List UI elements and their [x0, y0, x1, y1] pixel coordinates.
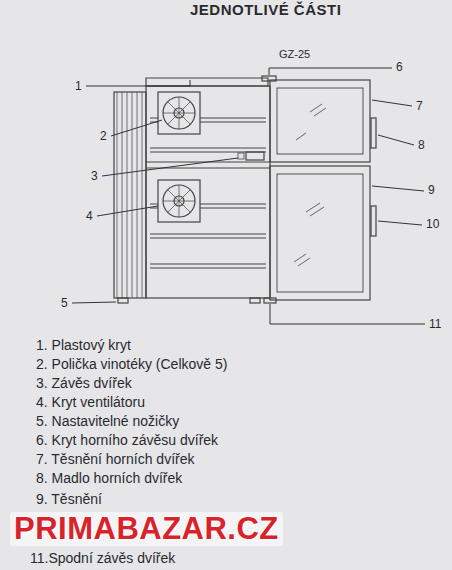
parts-list-item: 1. Plastový kryt	[36, 338, 131, 353]
callout-number: 5	[61, 297, 68, 310]
cabinet-outline	[114, 76, 376, 303]
fan-cover	[158, 180, 200, 222]
callout-number: 4	[86, 210, 93, 223]
parts-list-item: 5. Nastavitelné nožičky	[36, 414, 179, 429]
parts-list-item: 9. Těsnění	[36, 492, 102, 507]
leader-lines	[72, 68, 425, 324]
bottom-door	[270, 166, 370, 300]
callout-number: 3	[91, 170, 98, 183]
door-hinge	[246, 152, 264, 160]
callout-number: 8	[418, 139, 425, 152]
adjustable-foot	[118, 298, 128, 303]
parts-list-item: 4. Kryt ventilátoru	[36, 395, 145, 410]
parts-list-item: 3. Závěs dvířek	[36, 376, 132, 391]
parts-list-item: 2. Polička vinotéky (Celkově 5)	[36, 357, 227, 372]
top-door	[270, 80, 370, 162]
bottom-door-handle	[371, 206, 376, 236]
callout-number: 6	[396, 61, 403, 74]
fan-cover	[158, 92, 200, 134]
model-number: GZ-25	[279, 48, 310, 60]
bottom-hinge	[264, 298, 276, 303]
watermark: PRIMABAZAR.CZ	[10, 512, 283, 546]
callout-number: 7	[416, 100, 423, 113]
callout-number: 1	[75, 80, 82, 93]
parts-list-item: 7. Těsnění horních dvířek	[36, 452, 195, 467]
top-door-handle	[371, 118, 376, 148]
wine-shelves	[150, 118, 266, 268]
callout-number: 2	[100, 130, 107, 143]
parts-list-item: 11.Spodní závěs dvířek	[30, 551, 175, 566]
cabinet-body	[146, 86, 270, 298]
page-title: JEDNOTLIVÉ ČÁSTI	[190, 2, 341, 19]
plastic-cover	[146, 78, 268, 86]
side-vents	[114, 92, 146, 298]
top-hinge-cover	[262, 76, 276, 81]
adjustable-foot	[250, 298, 260, 303]
callout-number: 9	[428, 184, 435, 197]
callout-number: 10	[426, 218, 439, 231]
callout-number: 11	[429, 318, 441, 331]
parts-list-item: 8. Madlo horních dvířek	[36, 471, 182, 486]
parts-list-item: 6. Kryt horního závěsu dvířek	[36, 433, 218, 448]
